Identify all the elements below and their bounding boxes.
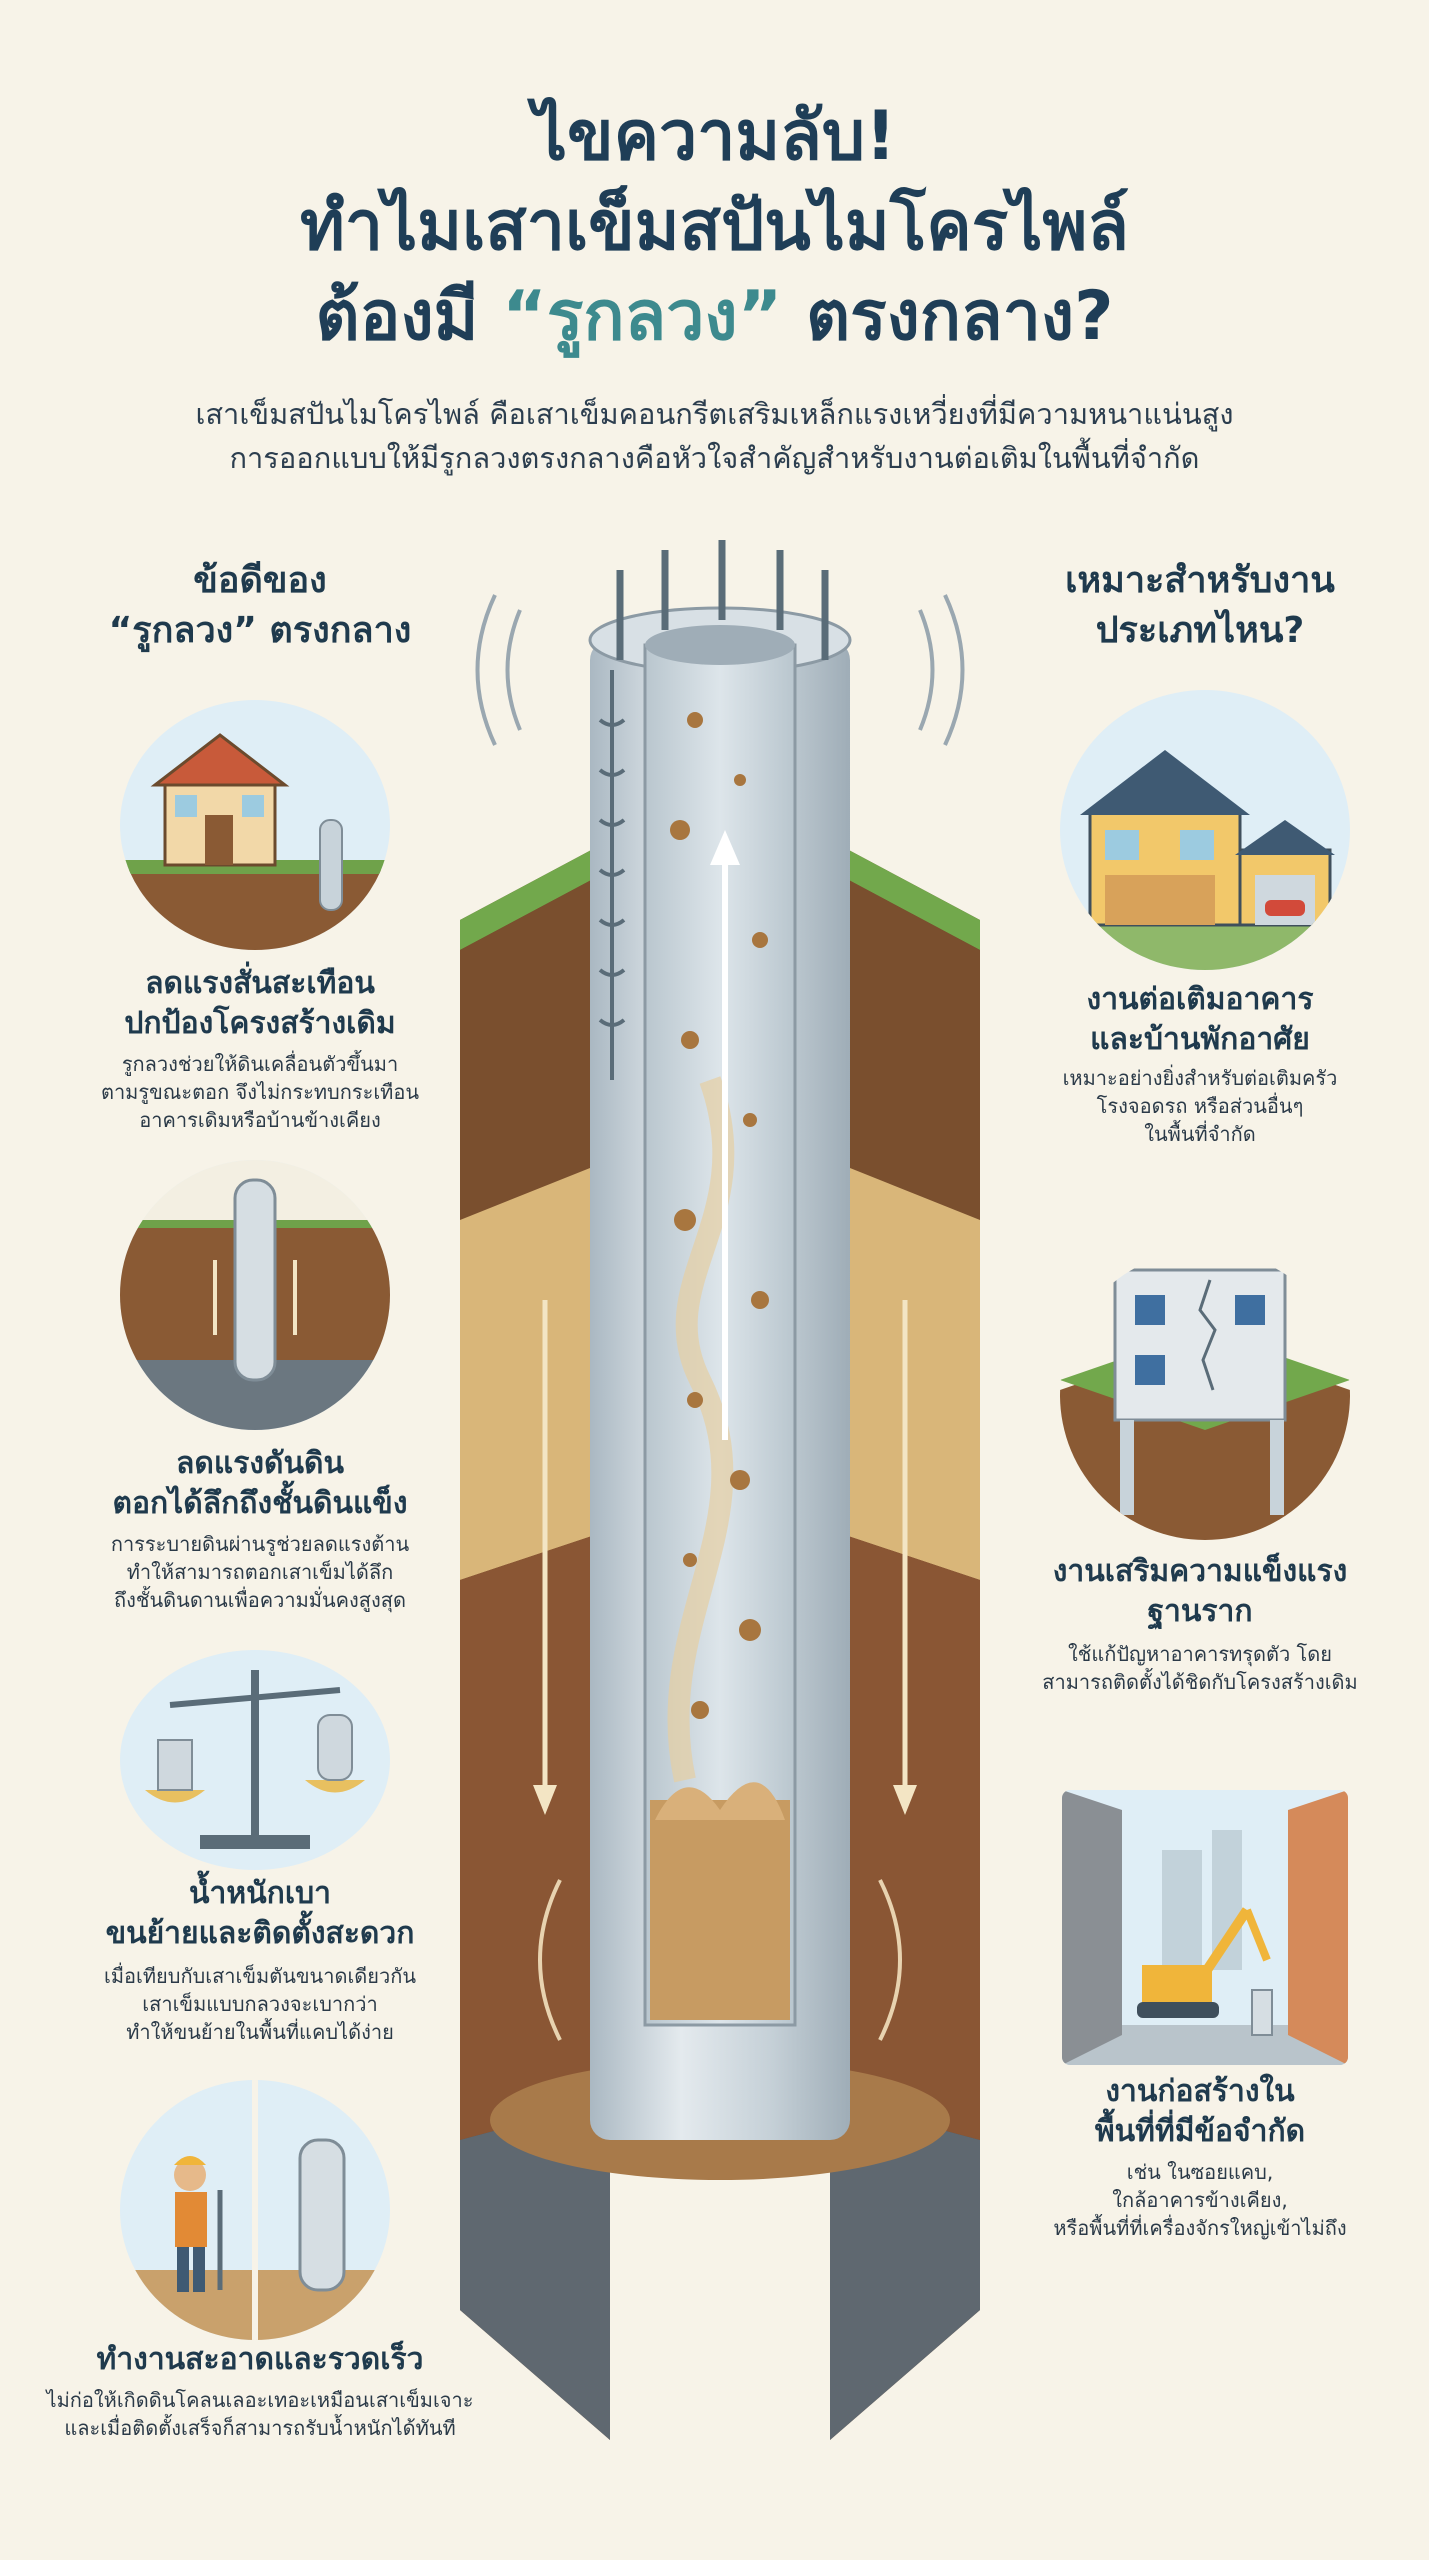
- right-card-2-text-2: สามารถติดตั้งได้ชิดกับโครงสร้างเดิม: [1042, 1670, 1358, 1694]
- right-heading-line-2: ประเภทไหน?: [1095, 610, 1305, 651]
- home-extension-icon: [1060, 690, 1350, 970]
- right-card-2-title-2: ฐานราก: [1147, 1594, 1253, 1629]
- right-card-3-title-1: งานก่อสร้างใน: [1105, 2074, 1295, 2109]
- right-card-2-title: งานเสริมความแข็งแรง ฐานราก: [1010, 1552, 1390, 1632]
- title-line-1: ไขความลับ!: [532, 97, 897, 176]
- left-card-4-title-1: ทำงานสะอาดและรวดเร็ว: [96, 2342, 424, 2377]
- worker-icon: [120, 2080, 390, 2340]
- left-card-1-title-2: ปกป้องโครงสร้างเดิม: [124, 1006, 396, 1041]
- left-card-2-text-3: ถึงชั้นดินดานเพื่อความมั่นคงสูงสุด: [114, 1588, 406, 1612]
- pile-cross-section-illustration: [460, 540, 980, 2440]
- left-card-4-text-1: ไม่ก่อให้เกิดดินโคลนเลอะเทอะเหมือนเสาเข็…: [46, 2388, 474, 2412]
- right-card-1-text-1: เหมาะอย่างยิ่งสำหรับต่อเติมครัว: [1062, 1066, 1338, 1090]
- left-card-1-text: รูกลวงช่วยให้ดินเคลื่อนตัวขึ้นมา ตามรูขณ…: [60, 1050, 460, 1134]
- subtitle: เสาเข็มสปันไมโครไพล์ คือเสาเข็มคอนกรีตเส…: [0, 392, 1429, 480]
- left-card-3-text-2: เสาเข็มแบบกลวงจะเบากว่า: [142, 1992, 378, 2016]
- left-heading-line-1: ข้อดีของ: [193, 560, 327, 601]
- left-card-3-text-3: ทำให้ขนย้ายในพื้นที่แคบได้ง่าย: [126, 2020, 394, 2044]
- right-card-1-title-2: และบ้านพักอาศัย: [1090, 1022, 1310, 1057]
- left-card-2-title-1: ลดแรงดันดิน: [176, 1446, 344, 1481]
- left-card-1-text-3: อาคารเดิมหรือบ้านข้างเคียง: [139, 1108, 381, 1132]
- left-card-4-text: ไม่ก่อให้เกิดดินโคลนเลอะเทอะเหมือนเสาเข็…: [30, 2386, 490, 2442]
- title-line-3-a: ต้องมี: [315, 277, 503, 356]
- left-heading-line-2: “รูกลวง” ตรงกลาง: [108, 610, 412, 651]
- house-icon: [120, 700, 390, 950]
- right-card-3-title-2: พื้นที่ที่มีข้อจำกัด: [1094, 2114, 1306, 2149]
- title-line-3: ต้องมี “รูกลวง” ตรงกลาง?: [0, 272, 1429, 362]
- left-card-2-text: การระบายดินผ่านรูช่วยลดแรงต้าน ทำให้สามา…: [60, 1530, 460, 1614]
- right-card-1-title-1: งานต่อเติมอาคาร: [1086, 982, 1314, 1017]
- page-title: ไขความลับ! ทำไมเสาเข็มสปันไมโครไพล์ ต้อง…: [0, 92, 1429, 362]
- right-card-3-text-3: หรือพื้นที่ที่เครื่องจักรใหญ่เข้าไม่ถึง: [1053, 2216, 1347, 2240]
- left-card-1-title: ลดแรงสั่นสะเทือน ปกป้องโครงสร้างเดิม: [60, 964, 460, 1044]
- left-card-4-text-2: และเมื่อติดตั้งเสร็จก็สามารถรับน้ำหนักได…: [64, 2416, 456, 2440]
- cracked-building-icon: [1060, 1250, 1350, 1540]
- subtitle-line-2: การออกแบบให้มีรูกลวงตรงกลางคือหัวใจสำคัญ…: [229, 441, 1200, 475]
- right-card-3-title: งานก่อสร้างใน พื้นที่ที่มีข้อจำกัด: [1010, 2072, 1390, 2152]
- right-card-2-text: ใช้แก้ปัญหาอาคารทรุดตัว โดย สามารถติดตั้…: [1010, 1640, 1390, 1696]
- subtitle-line-1: เสาเข็มสปันไมโครไพล์ คือเสาเข็มคอนกรีตเส…: [195, 397, 1234, 431]
- left-card-3-text: เมื่อเทียบกับเสาเข็มตันขนาดเดียวกัน เสาเ…: [60, 1962, 460, 2046]
- left-card-4-title: ทำงานสะอาดและรวดเร็ว: [40, 2340, 480, 2380]
- left-card-3-text-1: เมื่อเทียบกับเสาเข็มตันขนาดเดียวกัน: [103, 1964, 416, 1988]
- right-card-3-text: เช่น ในซอยแคบ, ใกล้อาคารข้างเคียง, หรือพ…: [1000, 2158, 1400, 2242]
- title-highlight: “รูกลวง”: [502, 277, 783, 356]
- left-card-1-text-2: ตามรูขณะตอก จึงไม่กระทบกระเทือน: [100, 1080, 420, 1104]
- right-card-1-text-3: ในพื้นที่จำกัด: [1144, 1122, 1256, 1146]
- scale-icon: [120, 1650, 390, 1870]
- left-card-3-title-1: น้ำหนักเบา: [189, 1876, 331, 1911]
- excavator-icon: [1062, 1790, 1348, 2065]
- right-card-3-text-2: ใกล้อาคารข้างเคียง,: [1112, 2188, 1288, 2212]
- left-card-1-text-1: รูกลวงช่วยให้ดินเคลื่อนตัวขึ้นมา: [121, 1052, 399, 1076]
- left-heading: ข้อดีของ “รูกลวง” ตรงกลาง: [60, 556, 460, 656]
- left-card-2-title-2: ตอกได้ลึกถึงชั้นดินแข็ง: [112, 1486, 408, 1521]
- right-card-1-text-2: โรงจอดรถ หรือส่วนอื่นๆ: [1096, 1094, 1304, 1118]
- left-card-1-title-1: ลดแรงสั่นสะเทือน: [145, 966, 375, 1001]
- left-card-2-text-1: การระบายดินผ่านรูช่วยลดแรงต้าน: [110, 1532, 410, 1556]
- right-card-2-title-1: งานเสริมความแข็งแรง: [1052, 1554, 1348, 1589]
- left-card-3-title: น้ำหนักเบา ขนย้ายและติดตั้งสะดวก: [60, 1874, 460, 1954]
- left-card-2-title: ลดแรงดันดิน ตอกได้ลึกถึงชั้นดินแข็ง: [60, 1444, 460, 1524]
- pile-icon: [120, 1160, 390, 1430]
- right-card-2-text-1: ใช้แก้ปัญหาอาคารทรุดตัว โดย: [1067, 1642, 1333, 1666]
- left-card-3-title-2: ขนย้ายและติดตั้งสะดวก: [105, 1916, 415, 1951]
- right-card-1-text: เหมาะอย่างยิ่งสำหรับต่อเติมครัว โรงจอดรถ…: [1010, 1064, 1390, 1148]
- right-card-3-text-1: เช่น ในซอยแคบ,: [1126, 2160, 1274, 2184]
- title-line-3-b: ตรงกลาง?: [782, 277, 1114, 356]
- right-card-1-title: งานต่อเติมอาคาร และบ้านพักอาศัย: [1010, 980, 1390, 1060]
- title-line-2: ทำไมเสาเข็มสปันไมโครไพล์: [300, 187, 1129, 266]
- right-heading-line-1: เหมาะสำหรับงาน: [1065, 560, 1335, 601]
- left-card-2-text-2: ทำให้สามารถตอกเสาเข็มได้ลึก: [126, 1560, 394, 1584]
- right-heading: เหมาะสำหรับงาน ประเภทไหน?: [1010, 556, 1390, 656]
